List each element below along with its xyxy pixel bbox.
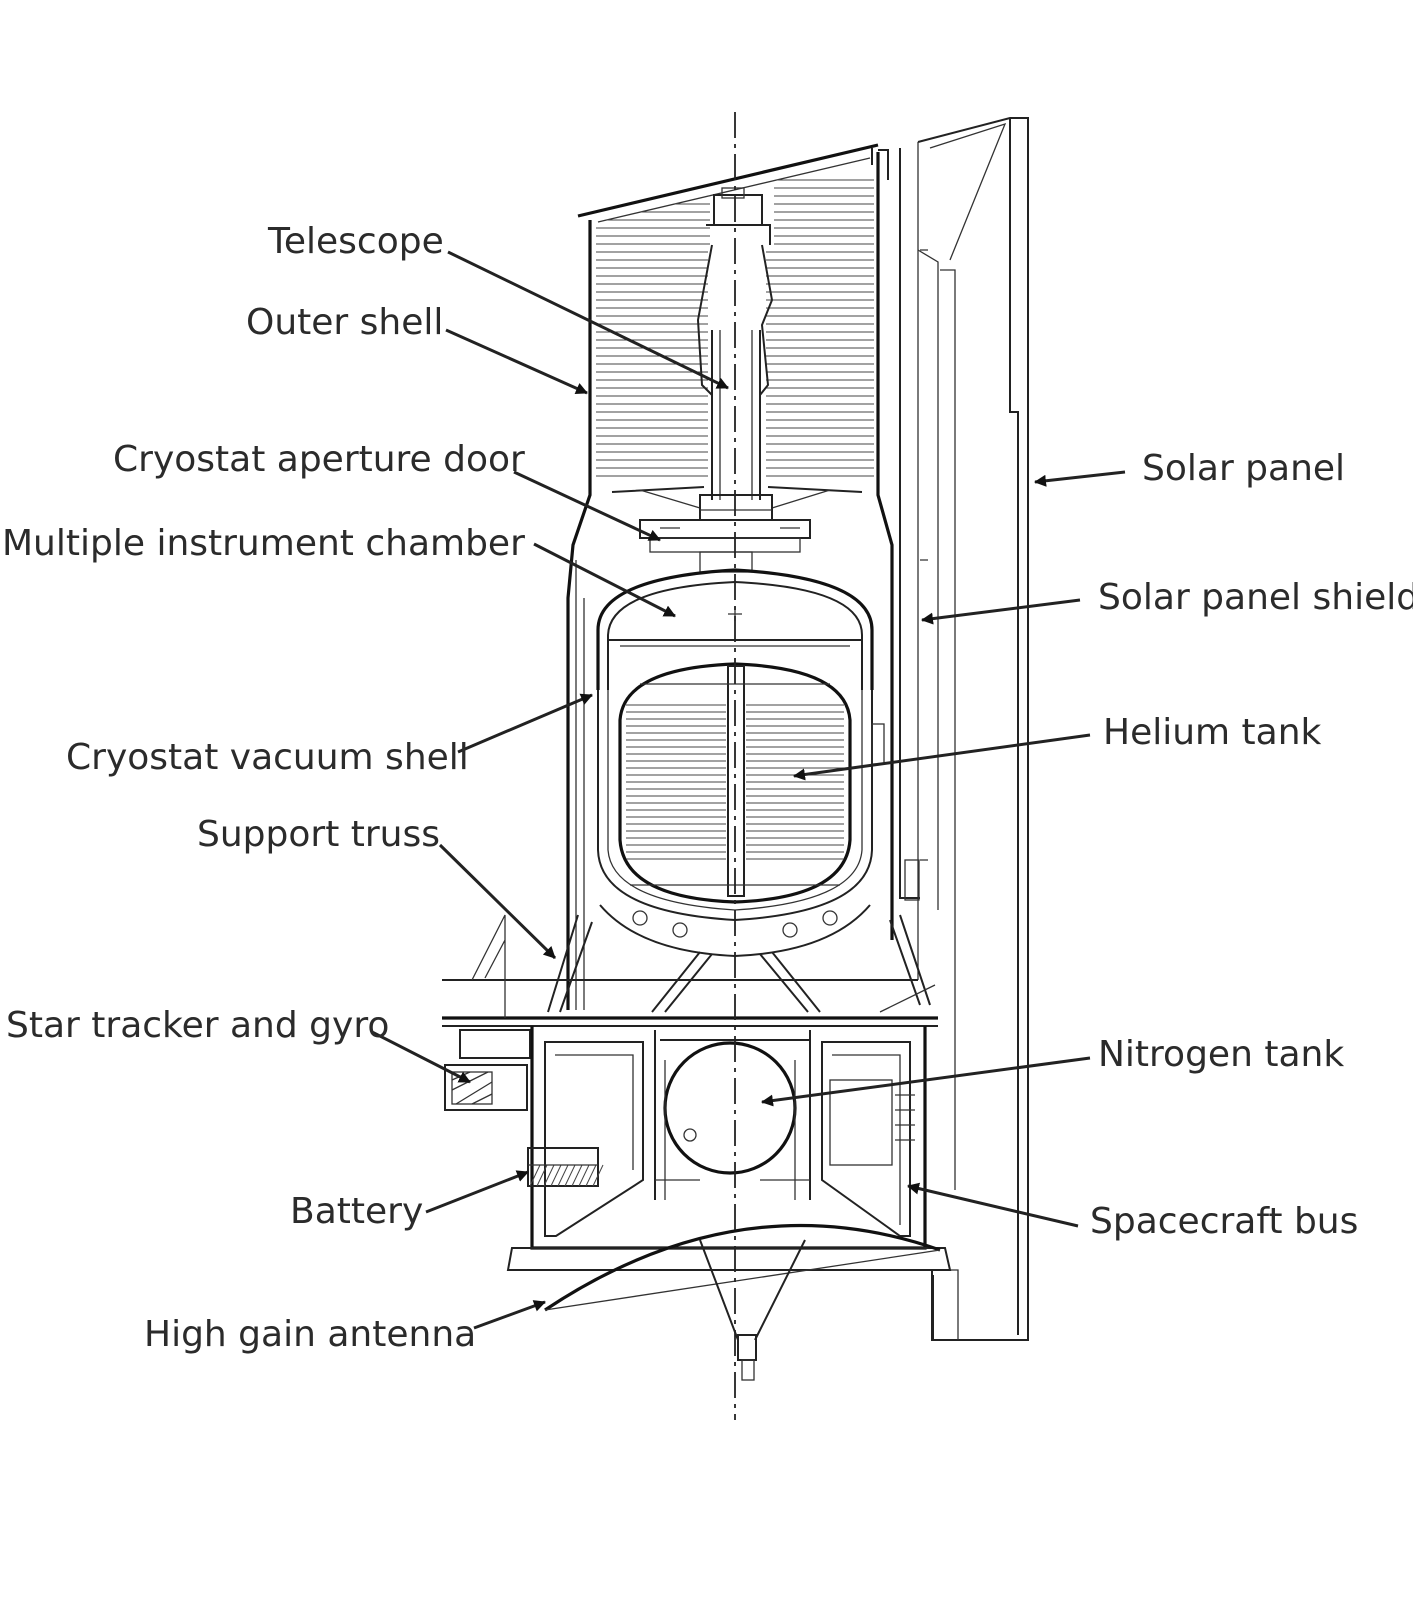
nitrogen-tank-label: Nitrogen tank: [1098, 1034, 1345, 1075]
helium-tank-label: Helium tank: [1103, 712, 1322, 753]
outer-shell-label: Outer shell: [246, 302, 444, 343]
spacecraft-bus-leader: [907, 1182, 1079, 1228]
support-truss: [547, 904, 931, 1013]
cryostat-aperture-door-leader: [513, 470, 661, 542]
telescope-leader: [447, 250, 729, 390]
telescope: [611, 187, 863, 521]
star-tracker-and-gyro: [444, 1029, 531, 1111]
helium-tank-leader: [793, 733, 1091, 781]
outer-shell-leader: [445, 328, 588, 395]
telescope-label: Telescope: [268, 221, 444, 262]
high-gain-antenna-label: High gain antenna: [144, 1314, 477, 1355]
spacecraft-bus-label: Spacecraft bus: [1090, 1201, 1359, 1242]
nitrogen-tank-leader: [761, 1056, 1091, 1107]
solar-panel-label: Solar panel: [1142, 448, 1346, 489]
star-tracker-and-gyro-label: Star tracker and gyro: [6, 1005, 390, 1046]
cryostat-vacuum-shell-label: Cryostat vacuum shell: [66, 737, 469, 778]
spacecraft-bus: [506, 1026, 952, 1340]
battery: [527, 1147, 604, 1187]
cryostat-aperture-door: [639, 519, 811, 573]
cryostat-vacuum-shell-leader: [457, 693, 593, 754]
solar-panel-leader: [1034, 470, 1126, 487]
solar-panel-shield-leader: [921, 598, 1081, 625]
high-gain-antenna-leader: [473, 1300, 546, 1330]
battery-label: Battery: [290, 1191, 424, 1232]
solar-panel: [917, 117, 1029, 1341]
nitrogen-tank: [655, 1041, 810, 1200]
multiple-instrument-chamber-label: Multiple instrument chamber: [2, 523, 525, 564]
platform-deck: [442, 914, 938, 1027]
star-tracker-leader: [371, 1030, 471, 1084]
high-gain-antenna: [544, 1223, 941, 1381]
helium-tank: [618, 662, 885, 904]
solar-panel-shield-label: Solar panel shield: [1098, 577, 1413, 618]
support-truss-leader: [438, 843, 557, 960]
battery-leader: [425, 1170, 529, 1214]
leader-arrows: [371, 250, 1126, 1330]
support-truss-label: Support truss: [197, 814, 440, 855]
outer-shell: [566, 143, 894, 1010]
cryostat-aperture-door-label: Cryostat aperture door: [113, 439, 525, 480]
multiple-instrument-chamber-leader: [533, 542, 676, 618]
solar-panel-shield: [899, 148, 939, 910]
